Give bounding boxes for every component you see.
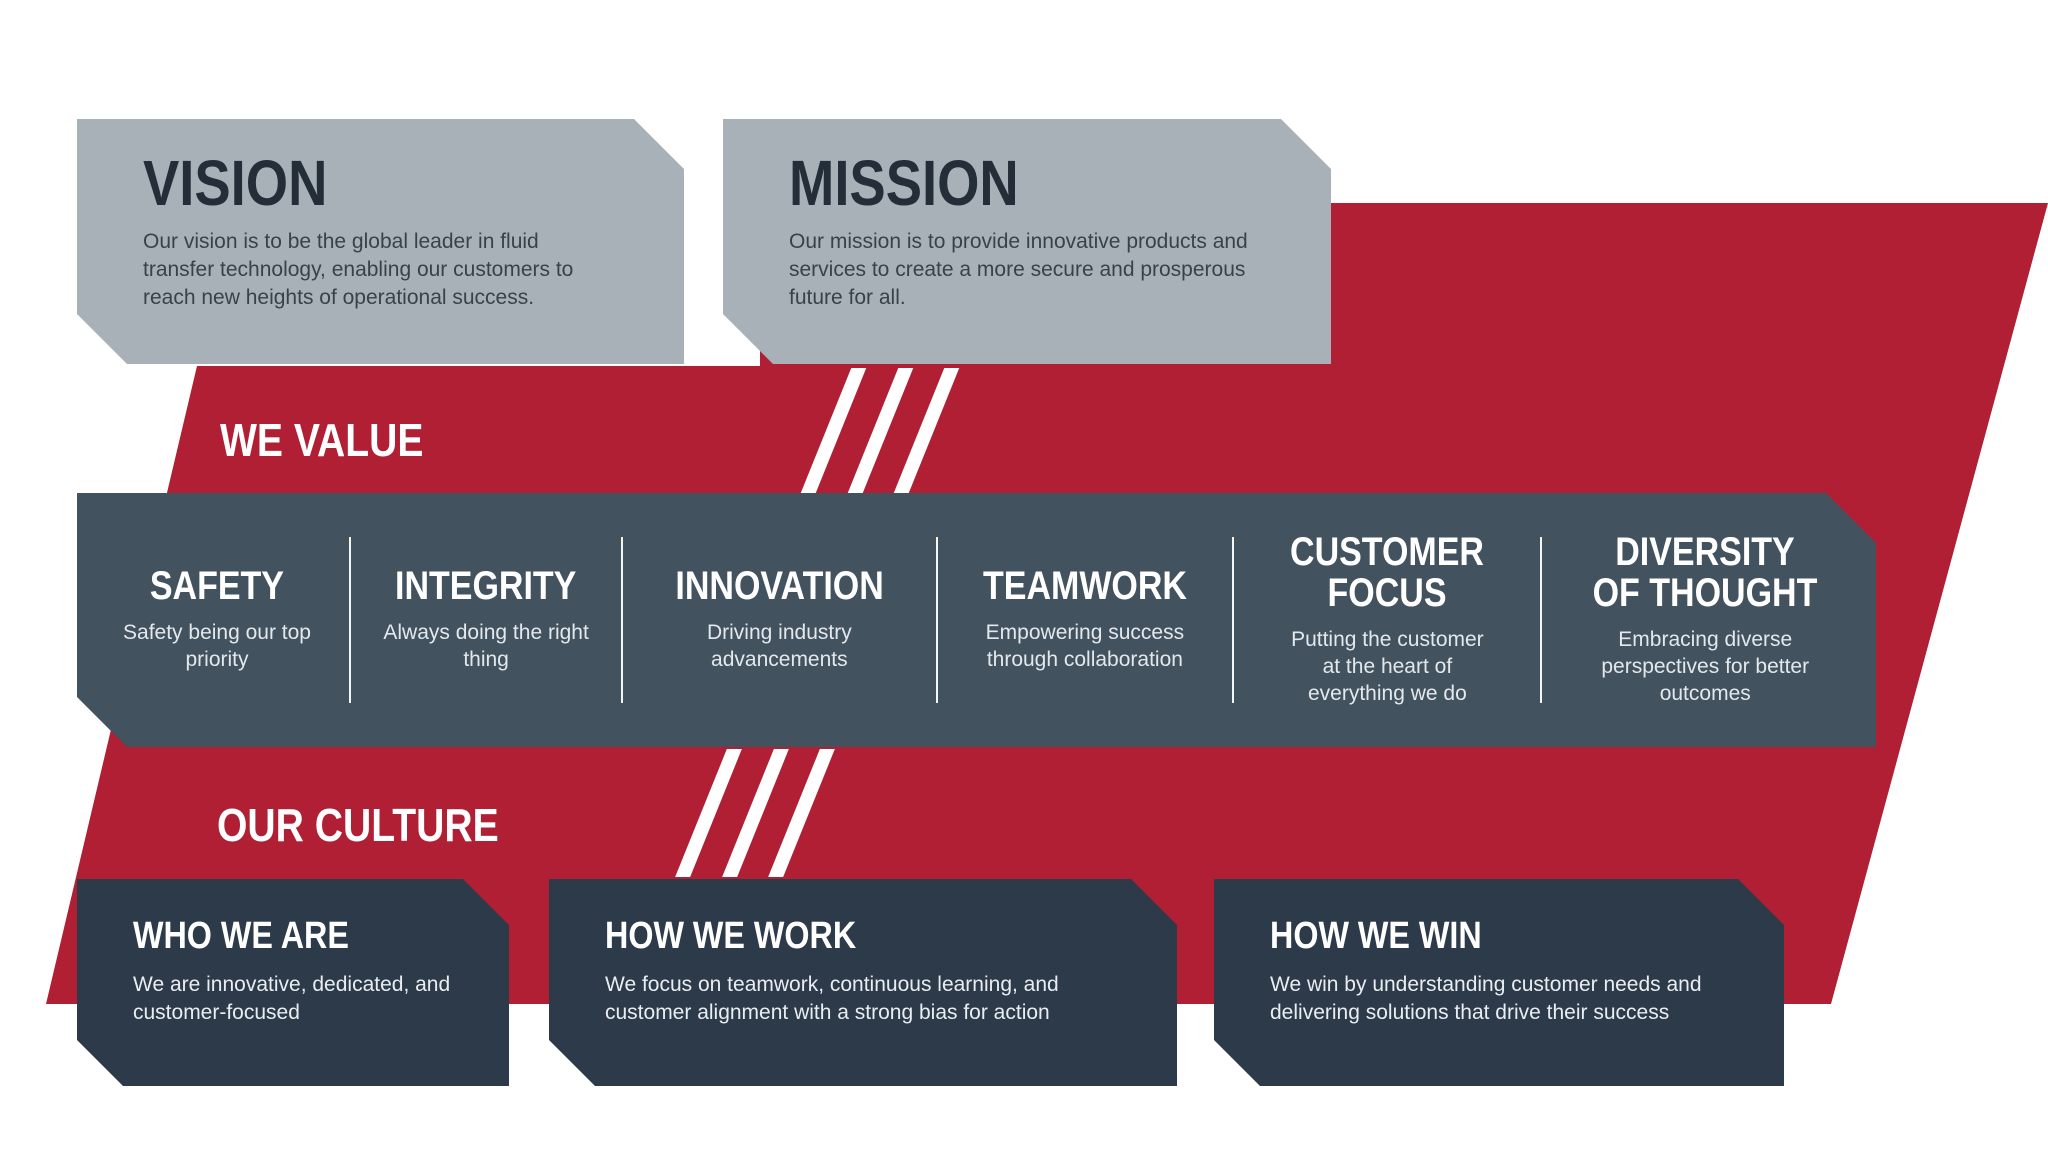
vision-body: Our vision is to be the global leader in… [143, 230, 574, 310]
mission-body: Our mission is to provide innovative pro… [789, 230, 1248, 310]
culture-body: We win by understanding customer needs a… [1270, 973, 1702, 1025]
mission-title: MISSION [789, 147, 1019, 219]
value-body: Embracing diverse perspectives for bette… [1601, 627, 1810, 706]
mission-box: MISSION Our mission is to provide innova… [723, 119, 1331, 364]
value-title: TEAMWORK [982, 564, 1187, 609]
value-body: Putting the customer at the heart of eve… [1291, 627, 1484, 706]
value-teamwork: TEAMWORK Empowering success through coll… [938, 493, 1233, 747]
vision-box: VISION Our vision is to be the global le… [77, 119, 684, 364]
value-body: Empowering success through collaboration [985, 621, 1185, 672]
value-title: CUSTOMER FOCUS [1290, 530, 1485, 616]
value-title: INNOVATION [675, 564, 884, 609]
vision-title: VISION [143, 147, 328, 219]
culture-title: WHO WE ARE [133, 915, 349, 957]
value-divider [1540, 537, 1542, 703]
culture-body: We focus on teamwork, continuous learnin… [605, 973, 1059, 1025]
culture-title: HOW WE WIN [1270, 915, 1482, 957]
our-culture-label: OUR CULTURE [217, 799, 499, 851]
value-integrity: INTEGRITY Always doing the right thing [351, 493, 621, 747]
culture-body: We are innovative, dedicated, and custom… [133, 973, 451, 1025]
value-title: DIVERSITY OF THOUGHT [1592, 530, 1818, 616]
value-divider [349, 537, 351, 703]
value-title: SAFETY [149, 564, 285, 609]
value-divider [936, 537, 938, 703]
we-value-label: WE VALUE [220, 414, 424, 466]
value-divider [1232, 537, 1234, 703]
how-we-work-box: HOW WE WORK We focus on teamwork, contin… [549, 879, 1177, 1086]
value-title: INTEGRITY [395, 564, 577, 609]
culture-title: HOW WE WORK [605, 915, 857, 957]
value-innovation: INNOVATION Driving industry advancements [623, 493, 935, 747]
value-body: Driving industry advancements [706, 621, 852, 672]
how-we-win-box: HOW WE WIN We win by understanding custo… [1214, 879, 1784, 1086]
value-safety: SAFETY Safety being our top priority [85, 493, 349, 747]
values-bar: SAFETY Safety being our top priority INT… [77, 493, 1876, 747]
value-divider [621, 537, 623, 703]
who-we-are-box: WHO WE ARE We are innovative, dedicated,… [77, 879, 509, 1086]
value-body: Safety being our top priority [123, 621, 311, 672]
value-customer-focus: CUSTOMER FOCUS Putting the customer at t… [1234, 493, 1540, 747]
value-body: Always doing the right thing [383, 621, 589, 672]
value-diversity-of-thought: DIVERSITY OF THOUGHT Embracing diverse p… [1542, 493, 1868, 747]
